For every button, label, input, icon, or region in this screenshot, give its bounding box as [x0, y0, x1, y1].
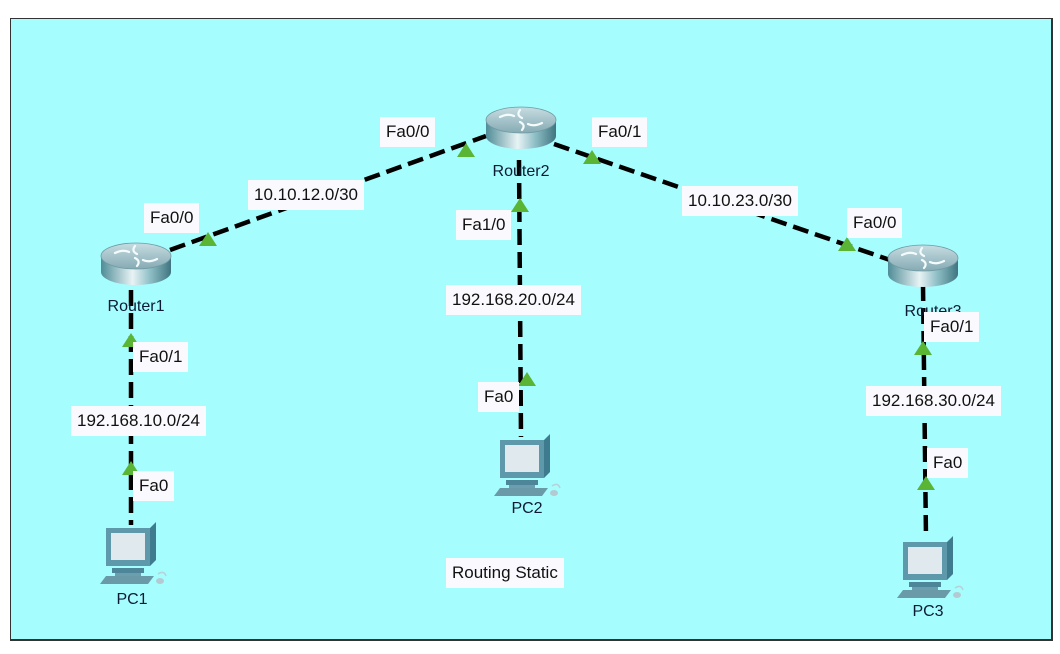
network-label-lan1: 192.168.10.0/24	[71, 406, 206, 436]
interface-label-router3-fa0-1: Fa0/1	[924, 312, 980, 342]
router2-name: Router2	[492, 163, 550, 180]
interface-label-router1-fa0-0: Fa0/0	[144, 203, 200, 233]
interface-label-pc2-fa0: Fa0	[478, 382, 520, 412]
network-label-r2-r3: 10.10.23.0/30	[682, 186, 798, 216]
pc3-icon[interactable]	[896, 535, 964, 599]
router2-icon[interactable]	[484, 105, 558, 151]
link-router2-router3[interactable]	[553, 141, 891, 263]
interface-label-pc3-fa0: Fa0	[927, 448, 969, 478]
network-label-lan3: 192.168.30.0/24	[866, 386, 1001, 416]
pc2-name: PC2	[511, 500, 543, 517]
pc3-name: PC3	[912, 603, 944, 620]
router3-icon[interactable]	[886, 243, 960, 289]
pc1-name: PC1	[116, 591, 148, 608]
interface-label-router1-fa0-1: Fa0/1	[133, 342, 189, 372]
interface-label-router3-fa0-0: Fa0/0	[847, 208, 903, 238]
pc2-icon[interactable]	[493, 433, 561, 497]
interface-label-router2-fa1-0: Fa1/0	[456, 210, 512, 240]
diagram-title-note: Routing Static	[446, 558, 564, 588]
pc1-icon[interactable]	[99, 521, 167, 585]
link-status-up-icon	[914, 341, 932, 355]
link-status-up-icon	[511, 198, 529, 212]
network-label-lan2: 192.168.20.0/24	[446, 285, 581, 315]
router1-name: Router1	[107, 298, 165, 315]
interface-label-router2-fa0-1: Fa0/1	[592, 117, 648, 147]
interface-label-pc1-fa0: Fa0	[133, 471, 175, 501]
network-label-r1-r2: 10.10.12.0/30	[248, 180, 364, 210]
router1-icon[interactable]	[99, 241, 173, 287]
link-status-up-icon	[917, 476, 935, 490]
interface-label-router2-fa0-0: Fa0/0	[380, 117, 436, 147]
